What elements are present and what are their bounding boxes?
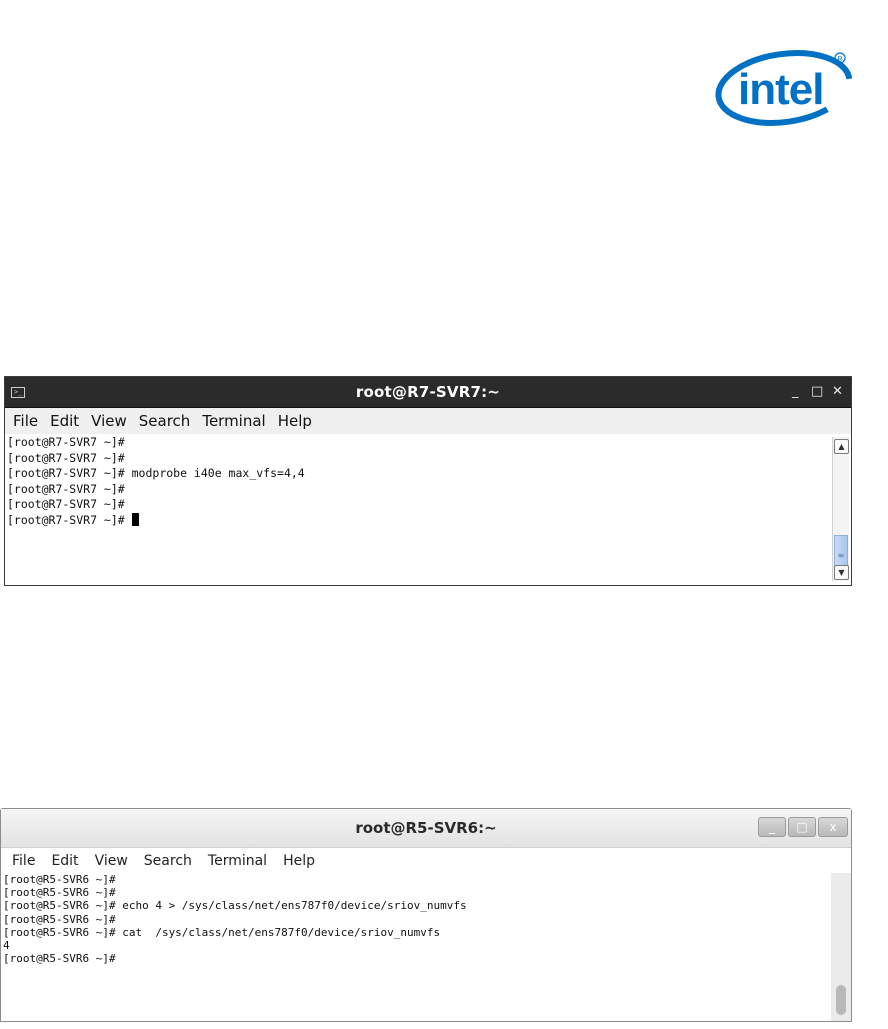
- terminal-output[interactable]: [root@R5-SVR6 ~]#[root@R5-SVR6 ~]#[root@…: [1, 873, 829, 1021]
- terminal-output[interactable]: [root@R7-SVR7 ~]#[root@R7-SVR7 ~]#[root@…: [5, 435, 831, 585]
- svg-text:R: R: [838, 56, 843, 63]
- terminal-line: [root@R7-SVR7 ~]#: [7, 497, 125, 511]
- terminal-line: [root@R7-SVR7 ~]#: [7, 481, 125, 496]
- vertical-scrollbar[interactable]: [831, 873, 851, 1021]
- menu-help[interactable]: Help: [277, 412, 312, 430]
- scroll-up-icon[interactable]: ▲: [834, 439, 849, 454]
- menu-terminal[interactable]: Terminal: [202, 412, 266, 430]
- menu-edit[interactable]: Edit: [51, 853, 79, 869]
- menu-view[interactable]: View: [94, 853, 128, 869]
- menu-search[interactable]: Search: [143, 853, 192, 869]
- menu-view[interactable]: View: [91, 412, 127, 430]
- terminal-line: [root@R7-SVR7 ~]#: [7, 435, 125, 449]
- terminal-prompt-line: [root@R7-SVR7 ~]#: [7, 512, 831, 529]
- terminal-line: [root@R7-SVR7 ~]#: [7, 512, 132, 527]
- menu-terminal[interactable]: Terminal: [207, 853, 268, 869]
- terminal-window-r5[interactable]: root@R5-SVR6:~ _ □ x File Edit View Sear…: [0, 808, 852, 1022]
- close-button[interactable]: x: [818, 817, 848, 837]
- terminal-line: [root@R7-SVR7 ~]#: [7, 450, 125, 465]
- terminal-line: [root@R5-SVR6 ~]#: [3, 952, 116, 966]
- terminal-line: [root@R5-SVR6 ~]# echo 4 > /sys/class/ne…: [3, 899, 467, 913]
- scroll-thumb[interactable]: [836, 985, 846, 1015]
- vertical-scrollbar[interactable]: ▲ ≡ ▼: [832, 437, 849, 581]
- menu-bar: File Edit View Search Terminal Help: [1, 849, 851, 873]
- terminal-icon: >_: [11, 387, 25, 398]
- scroll-down-icon[interactable]: ▼: [834, 565, 849, 580]
- terminal-line: [root@R5-SVR6 ~]# cat /sys/class/net/ens…: [3, 925, 441, 939]
- text-cursor: [131, 512, 139, 526]
- menu-search[interactable]: Search: [138, 412, 191, 430]
- minimize-button[interactable]: _: [792, 384, 799, 399]
- terminal-line: [root@R5-SVR6 ~]#: [3, 886, 116, 900]
- intel-logo: intel R: [715, 50, 853, 126]
- terminal-window-r7[interactable]: >_ root@R7-SVR7:~ _ □ ✕ File Edit View S…: [4, 376, 852, 586]
- menu-help[interactable]: Help: [283, 853, 315, 869]
- svg-text:intel: intel: [738, 65, 823, 114]
- maximize-button[interactable]: □: [811, 384, 824, 399]
- terminal-line: [root@R5-SVR6 ~]#: [3, 873, 116, 886]
- window-title: root@R7-SVR7:~: [355, 383, 501, 401]
- menu-bar: File Edit View Search Terminal Help: [5, 408, 851, 434]
- minimize-button[interactable]: _: [758, 817, 786, 837]
- terminal-line: 4: [3, 939, 10, 953]
- terminal-line: [root@R5-SVR6 ~]#: [3, 912, 116, 926]
- menu-file[interactable]: File: [12, 853, 36, 869]
- title-bar[interactable]: root@R5-SVR6:~ _ □ x: [1, 809, 851, 848]
- close-button[interactable]: ✕: [832, 384, 843, 399]
- menu-file[interactable]: File: [13, 412, 39, 430]
- menu-edit[interactable]: Edit: [50, 412, 80, 430]
- title-bar[interactable]: >_ root@R7-SVR7:~ _ □ ✕: [5, 377, 851, 408]
- maximize-button[interactable]: □: [788, 817, 816, 837]
- window-title: root@R5-SVR6:~: [355, 819, 497, 837]
- terminal-line: [root@R7-SVR7 ~]# modprobe i40e max_vfs=…: [7, 466, 305, 480]
